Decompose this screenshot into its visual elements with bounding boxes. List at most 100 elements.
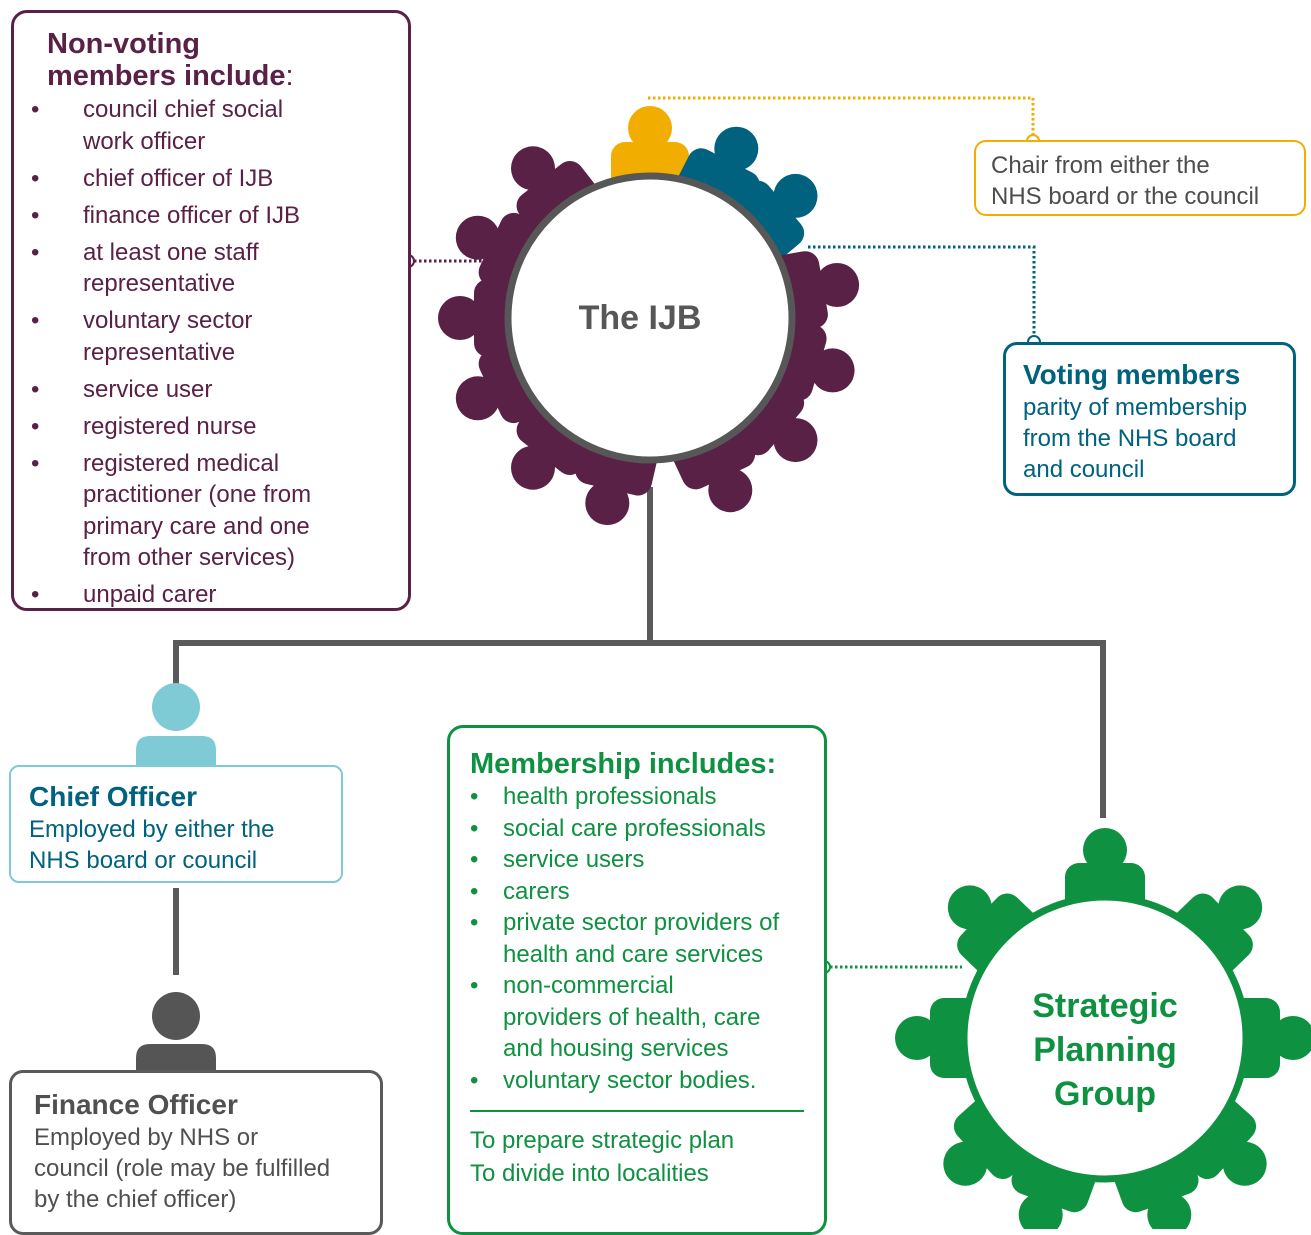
seat-head-icon <box>773 173 818 218</box>
list-item-line: social care professionals <box>503 814 766 842</box>
list-item: service users <box>470 844 824 876</box>
non-voting-title-text: members include <box>47 60 286 92</box>
list-item: health professionals <box>470 781 824 813</box>
non-voting-members-box: Non-voting members include: council chie… <box>11 10 411 611</box>
voting-members-box: Voting members parity of membership from… <box>1003 342 1296 496</box>
table-ring <box>960 893 1250 1183</box>
finance-officer-line: council (role may be fulfilled <box>34 1155 331 1182</box>
voting-members-line: and council <box>1023 456 1145 483</box>
seat-head-icon <box>810 348 855 393</box>
list-item-line: registered nurse <box>83 412 257 440</box>
seat-head-icon <box>628 106 672 150</box>
seat-body-icon <box>1169 1090 1257 1180</box>
chief-officer-box: Chief Officer Employed by either the NHS… <box>9 765 343 883</box>
list-item-line: service users <box>503 846 645 873</box>
seat-body-icon <box>953 1090 1041 1180</box>
list-item-line: unpaid carer <box>83 581 217 608</box>
seat-head-icon <box>511 146 555 191</box>
seat-body-icon <box>1165 893 1253 982</box>
list-item-line: at least one staff <box>83 238 259 266</box>
list-item: carers <box>470 876 824 908</box>
seat-head-icon <box>773 418 818 463</box>
seat-head-icon <box>1271 1016 1311 1060</box>
list-item: voluntary sector bodies. <box>470 1065 824 1097</box>
seat-body-icon <box>957 893 1045 982</box>
seat-head-icon <box>511 445 555 490</box>
list-item-line: council chief social <box>83 96 284 123</box>
membership-list: health professionals social care professi… <box>470 781 824 1097</box>
list-item-line: non-commercial <box>503 972 674 999</box>
list-item-line: chief officer of IJB <box>83 164 274 192</box>
list-item-line: finance officer of IJB <box>83 201 301 229</box>
list-item: finance officer of IJB <box>31 200 388 232</box>
non-voting-title-line2: members include: <box>47 60 388 92</box>
list-item-line: service user <box>83 375 213 403</box>
seat-head-icon <box>455 376 500 421</box>
list-item-line: voluntary sector bodies. <box>503 1066 757 1094</box>
list-item: unpaid carer <box>31 579 388 611</box>
list-item: non-commercial providers of health, care a… <box>470 970 824 1065</box>
list-item-line: providers of health, care <box>503 1003 761 1031</box>
seat-head-icon <box>708 468 753 513</box>
seat-head-icon <box>455 215 500 260</box>
membership-box: Membership includes: health professional… <box>447 725 827 1235</box>
spg-label-line: Group <box>1054 1075 1156 1113</box>
chief-officer-person-icon <box>136 683 216 766</box>
finance-officer-box: Finance Officer Employed by NHS or counc… <box>9 1070 383 1235</box>
list-item: chief officer of IJB <box>31 163 388 195</box>
seat-head-icon <box>585 481 630 526</box>
spg-label-line: Planning <box>1033 1031 1177 1069</box>
chair-line1: Chair from either the <box>991 152 1210 179</box>
seat-body-icon <box>719 180 805 268</box>
seat-head-icon <box>438 296 482 340</box>
spg-label-line: Strategic <box>1032 987 1178 1025</box>
list-item-line: primary care and one <box>83 512 310 540</box>
list-item-line: practitioner (one from <box>83 481 312 508</box>
membership-role: To divide into localities <box>470 1160 709 1187</box>
membership-divider <box>470 1110 804 1112</box>
seat-head-icon <box>947 885 992 930</box>
seat-head-icon <box>815 263 860 307</box>
dotted-connectors <box>414 96 1036 969</box>
list-item-line: from other services) <box>83 544 296 571</box>
list-item: service user <box>31 374 388 406</box>
list-item-line: carers <box>503 877 570 905</box>
chief-officer-title: Chief Officer <box>29 781 198 812</box>
list-item-line: health professionals <box>503 783 717 810</box>
list-item: registered nurse <box>31 411 388 443</box>
seat-head-icon <box>1147 1192 1192 1229</box>
chief-officer-line: Employed by either the <box>29 816 275 843</box>
list-item-line: representative <box>83 338 236 366</box>
chair-line2: NHS board or the council <box>991 183 1260 210</box>
finance-officer-person-icon <box>136 992 216 1072</box>
seat-head-icon <box>895 1016 939 1060</box>
list-item-line: health and care services <box>503 940 764 968</box>
seat-head-icon <box>943 1141 988 1186</box>
chief-officer-line: NHS board or council <box>29 847 258 874</box>
non-voting-title-colon: : <box>285 60 294 92</box>
spg-label: Strategic Planning Group <box>1000 984 1210 1116</box>
seat-head-icon <box>1018 1192 1063 1229</box>
list-item-line: and housing services <box>503 1035 729 1062</box>
seat-head-icon <box>1222 1141 1267 1186</box>
membership-title: Membership includes: <box>470 748 777 780</box>
finance-officer-line: by the chief officer) <box>34 1186 237 1213</box>
spg-table-icon <box>895 828 1311 1229</box>
list-item: social care professionals <box>470 813 824 845</box>
voting-members-line: parity of membership <box>1023 394 1248 421</box>
finance-officer-title: Finance Officer <box>34 1089 238 1120</box>
non-voting-title: Non-voting members include: <box>47 28 388 92</box>
voting-members-title: Voting members <box>1023 359 1241 390</box>
table-ring <box>504 172 796 464</box>
membership-role: To prepare strategic plan <box>470 1127 735 1154</box>
ijb-label: The IJB <box>578 299 702 337</box>
seat-head-icon <box>1218 885 1263 930</box>
chair-box: Chair from either the NHS board or the c… <box>974 140 1306 216</box>
